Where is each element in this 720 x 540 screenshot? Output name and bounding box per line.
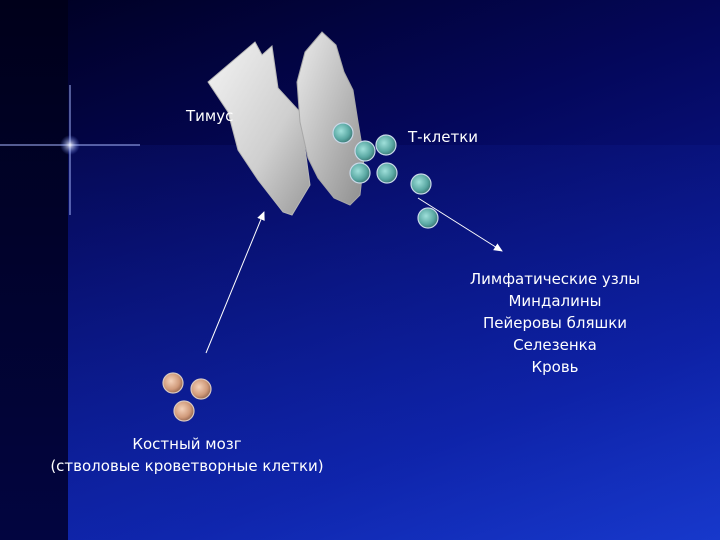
bone-marrow-subtitle: (стволовые кроветворные клетки) xyxy=(50,457,324,475)
destination-tonsils: Миндалины xyxy=(508,292,602,310)
stem-cell xyxy=(173,400,195,422)
destination-peyer-patches: Пейеровы бляшки xyxy=(482,314,628,332)
background-left-panel xyxy=(0,0,68,540)
arrow-t-cells-to-organs xyxy=(417,197,503,252)
stem-cells-group xyxy=(162,372,212,422)
thymus-left-lobe xyxy=(207,41,311,216)
star-flare-decoration xyxy=(0,85,140,215)
t-cell xyxy=(417,207,439,229)
t-cells-label: Т-клетки xyxy=(408,128,478,146)
background-lower-panel xyxy=(68,145,720,540)
t-cell xyxy=(375,134,397,156)
bone-marrow-label: Костный мозг (стволовые кроветворные кле… xyxy=(28,433,346,477)
destination-spleen: Селезенка xyxy=(513,336,597,354)
destination-lymph-nodes: Лимфатические узлы xyxy=(469,270,641,288)
thymus-right-lobe xyxy=(296,31,365,206)
t-cell xyxy=(332,122,354,144)
destinations-list: Лимфатические узлы Миндалины Пейеровы бл… xyxy=(440,268,670,378)
t-cell xyxy=(354,140,376,162)
t-cell xyxy=(410,173,432,195)
destination-blood: Кровь xyxy=(531,358,579,376)
thymus-illustration xyxy=(207,31,365,216)
stem-cell xyxy=(162,372,184,394)
t-cell xyxy=(376,162,398,184)
bone-marrow-title: Костный мозг xyxy=(132,435,242,453)
stem-cell xyxy=(190,378,212,400)
t-cells-group xyxy=(332,122,439,229)
t-cell xyxy=(349,162,371,184)
arrow-bone-marrow-to-thymus xyxy=(205,211,265,354)
thymus-label: Тимус xyxy=(186,107,234,125)
